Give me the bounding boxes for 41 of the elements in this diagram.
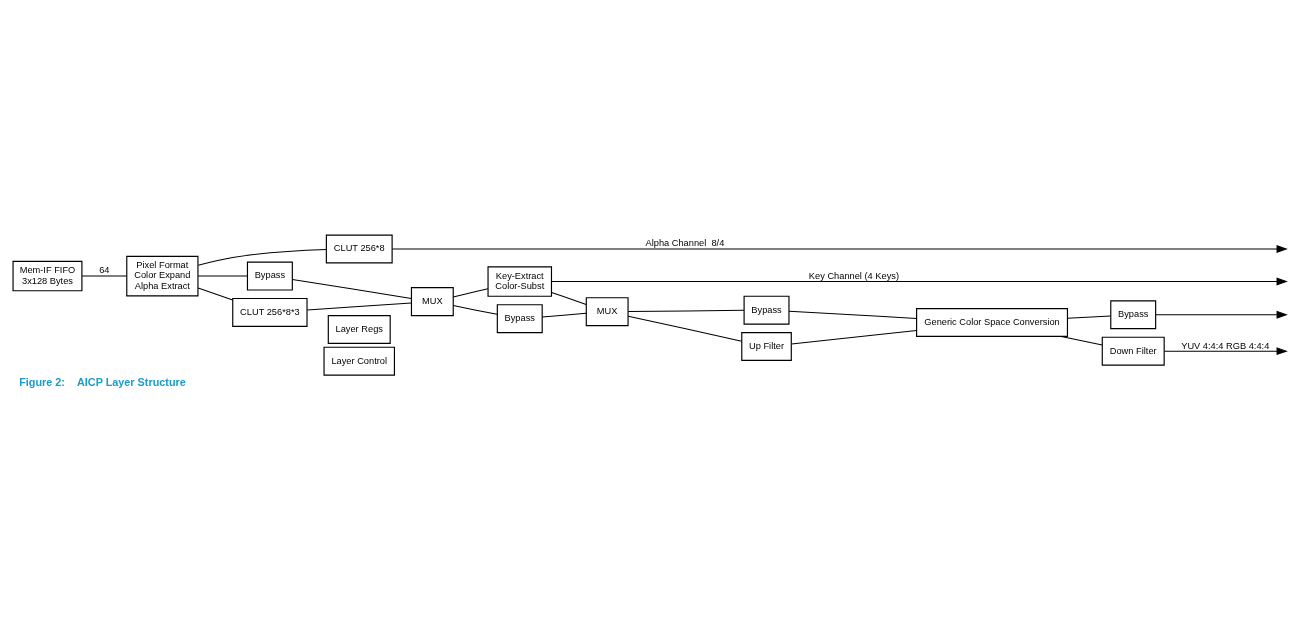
node-box: Generic Color Space Conversion [916,307,1069,337]
connector [306,301,412,310]
node-box: Bypass [496,303,543,333]
node-box: Down Filter [1101,336,1165,366]
node-box: Layer Regs [327,314,391,344]
node-box: Key-Extract Color-Subst [487,265,553,297]
connector [788,310,918,319]
connector [791,329,918,344]
node-box: MUX [585,296,629,326]
node-box: MUX [410,286,454,316]
arrow [551,277,1288,285]
connector [627,309,745,312]
node-box: CLUT 256*8 [325,234,393,263]
edge-label: Alpha Channel 8/4 [645,237,725,248]
node-box: Bypass [246,261,293,291]
node-box: Up Filter [741,331,792,361]
connector [197,248,327,266]
connector [452,304,498,315]
edge-label: YUV 4:4:4 RGB 4:4:4 [1181,340,1270,350]
arrow [1155,310,1288,319]
node-box: Mem-IF FIFO 3x128 Bytes [12,260,83,291]
edge-label: Key Channel (4 Keys) [808,270,900,281]
node-box: Bypass [743,295,790,325]
connector [197,275,248,277]
connector [541,312,587,317]
node-box: Bypass [1110,299,1157,329]
connector [452,287,489,297]
edge-label: 64 [99,264,110,275]
node-box: CLUT 256*8*3 [232,297,308,327]
arrow [1163,346,1288,355]
connector [551,291,587,305]
connector [197,287,234,300]
caption: Figure 2: AICP Layer Structure [19,375,186,388]
connector [81,275,128,277]
node-box: Pixel Format Color Expand Alpha Extract [126,255,199,296]
connector [627,315,743,342]
arrow [391,244,1288,253]
connector [1067,314,1112,319]
node-box: Layer Control [323,346,395,376]
connector [291,278,412,299]
connector [1060,335,1103,345]
